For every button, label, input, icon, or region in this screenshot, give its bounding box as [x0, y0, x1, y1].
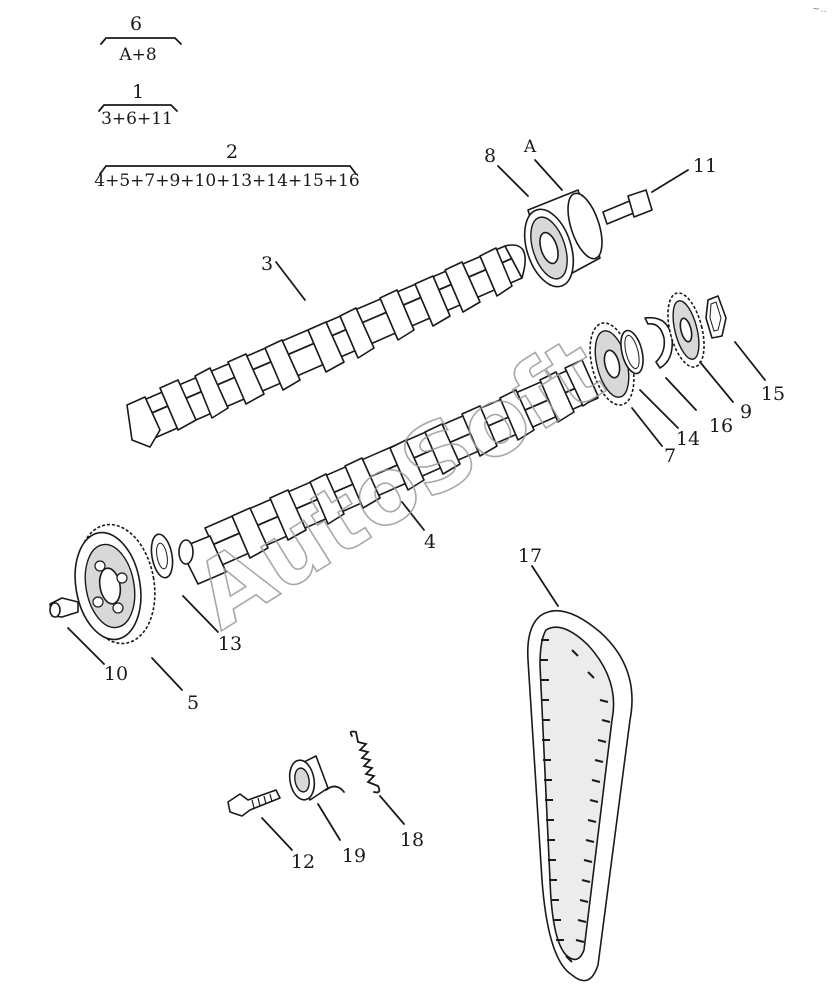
formula-3: 2 4+5+7+9+10+13+14+15+16: [94, 141, 359, 191]
upper-camshaft: [126, 244, 526, 448]
callout-A: A: [523, 137, 537, 157]
formula-2: 1 3+6+11: [98, 81, 178, 129]
washer-13: [150, 533, 174, 579]
formula-bottom: A+8: [118, 45, 156, 65]
callout-11: 11: [693, 155, 717, 177]
cam-pulley-8: [523, 189, 603, 288]
callout-14: 14: [676, 428, 700, 450]
callout-4: 4: [424, 531, 436, 553]
bolt-12: [227, 789, 281, 817]
leader-lines: [67, 159, 766, 851]
formula-bottom: 3+6+11: [101, 109, 173, 129]
callout-12: 12: [291, 851, 315, 873]
ring-14: [620, 329, 644, 375]
gear-9: [667, 292, 705, 368]
plate-15: [705, 295, 727, 339]
bolt-10: [49, 597, 79, 618]
tensioner-pulley-19: [288, 755, 345, 801]
callout-9: 9: [740, 401, 752, 423]
callout-3: 3: [261, 253, 273, 275]
callout-labels: 8 A 11 3 15 9 16 14 7 4 13 10 5 17 18 19…: [104, 137, 785, 873]
formula-bottom: 4+5+7+9+10+13+14+15+16: [94, 171, 359, 191]
callout-13: 13: [218, 633, 242, 655]
callout-16: 16: [709, 415, 733, 437]
callout-10: 10: [104, 663, 128, 685]
callout-8: 8: [484, 145, 496, 167]
callout-19: 19: [342, 845, 366, 867]
callout-18: 18: [400, 829, 424, 851]
cam-lobes-lower: [231, 359, 599, 559]
callout-5: 5: [187, 692, 199, 714]
lower-camshaft: [178, 359, 599, 585]
formula-1: 6 A+8: [100, 13, 182, 65]
corner-mark: ~..: [812, 4, 827, 15]
spring-18: [349, 730, 381, 794]
formula-top: 6: [130, 13, 142, 35]
timing-belt-17: [526, 609, 633, 982]
callout-15: 15: [761, 383, 785, 405]
cam-lobes-upper: [159, 247, 513, 431]
clip-16: [644, 316, 674, 369]
bolt-11: [602, 189, 653, 225]
formula-top: 1: [132, 81, 144, 103]
callout-7: 7: [664, 445, 676, 467]
sprocket-5: [74, 523, 156, 645]
formula-top: 2: [226, 141, 238, 163]
callout-17: 17: [518, 545, 542, 567]
